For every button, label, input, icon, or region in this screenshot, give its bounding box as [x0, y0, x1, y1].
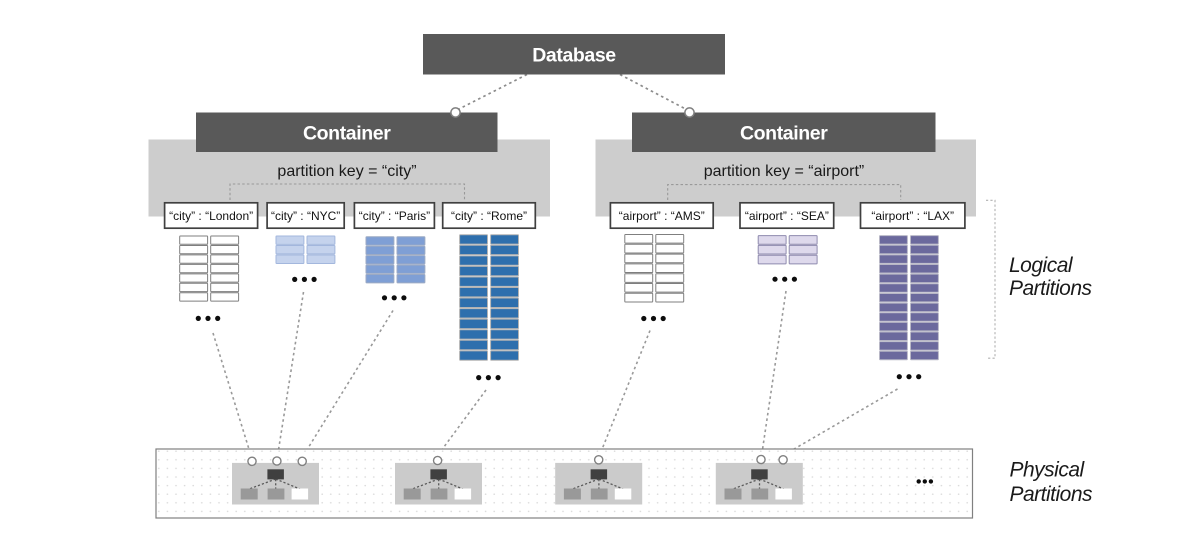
svg-text:partition key = “airport”: partition key = “airport”: [704, 163, 865, 180]
svg-text:Logical: Logical: [1009, 254, 1074, 277]
svg-text:Physical: Physical: [1010, 459, 1086, 482]
svg-text:“airport” : “LAX”: “airport” : “LAX”: [871, 209, 954, 223]
svg-text:“city” : “London”: “city” : “London”: [169, 209, 253, 223]
svg-text:Partitions: Partitions: [1009, 277, 1093, 300]
svg-text:“airport” : “SEA”: “airport” : “SEA”: [745, 209, 829, 223]
svg-text:“city” : “Rome”: “city” : “Rome”: [451, 209, 527, 223]
svg-text:“city” : “Paris”: “city” : “Paris”: [359, 209, 430, 223]
svg-text:Container: Container: [303, 123, 391, 145]
svg-text:“airport” : “AMS”: “airport” : “AMS”: [619, 209, 705, 223]
svg-text:Partitions: Partitions: [1010, 483, 1094, 506]
svg-text:partition key = “city”: partition key = “city”: [277, 163, 416, 180]
svg-text:Database: Database: [532, 45, 616, 67]
svg-text:“city” : “NYC”: “city” : “NYC”: [271, 209, 340, 223]
svg-text:Container: Container: [740, 123, 828, 145]
